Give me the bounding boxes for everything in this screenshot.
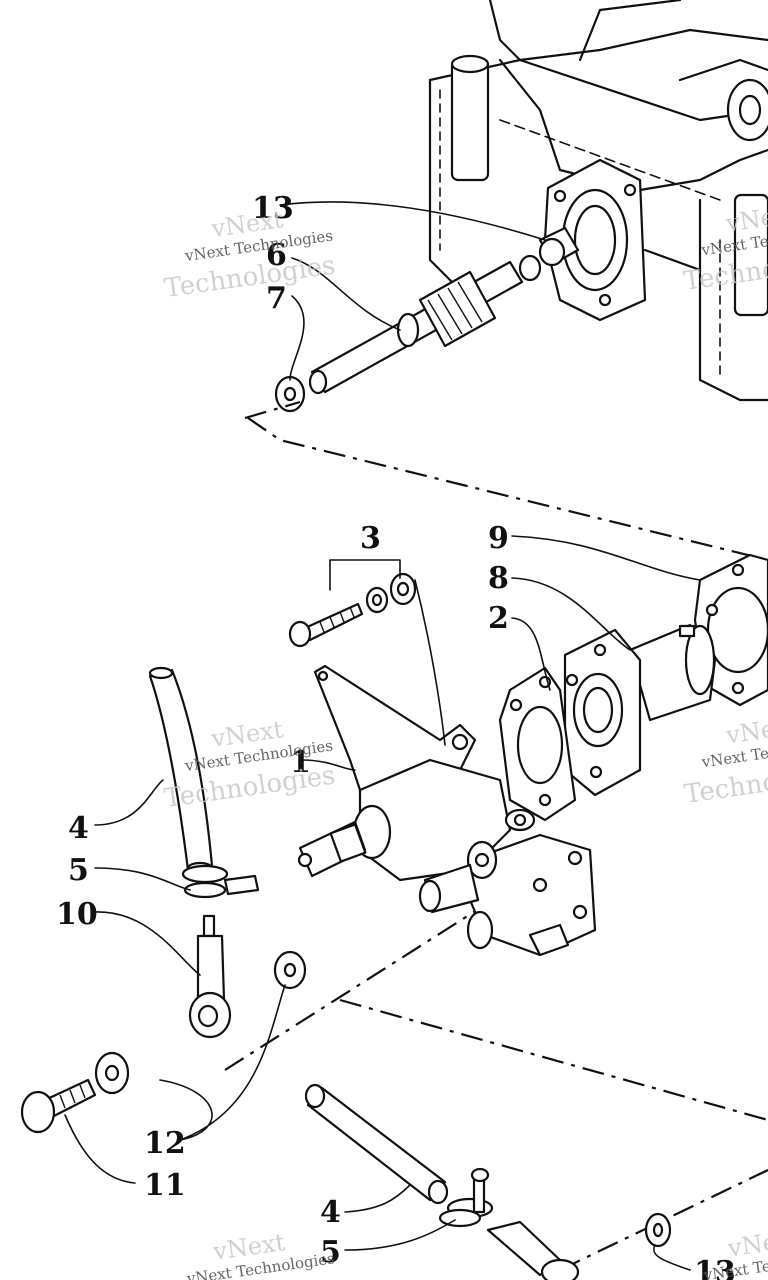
watermark-lower-right: vNext vNext Technologies bbox=[702, 1225, 768, 1280]
callout-11: 11 bbox=[144, 1168, 186, 1203]
callout-5-top: 5 bbox=[68, 853, 89, 888]
callout-6: 6 bbox=[266, 238, 287, 273]
gasket-set bbox=[498, 553, 768, 822]
callout-13-bottom: 13 bbox=[694, 1255, 736, 1280]
oil-hose-lower bbox=[304, 1083, 672, 1280]
oil-injection-pump bbox=[297, 664, 597, 957]
callout-9: 9 bbox=[488, 521, 509, 556]
callout-5-bottom: 5 bbox=[320, 1235, 341, 1270]
callout-labels: 13 6 7 3 9 8 2 1 4 5 10 12 11 4 5 13 bbox=[56, 191, 736, 1280]
callout-12: 12 bbox=[144, 1126, 186, 1161]
watermark-upper-left: vNext vNext Technologies Technologies bbox=[163, 205, 338, 304]
watermark-middle-right: vNext vNext Technologies Technologies bbox=[682, 712, 768, 810]
callout-7: 7 bbox=[266, 281, 287, 316]
callout-1: 1 bbox=[290, 745, 311, 780]
leader-lines bbox=[64, 201, 701, 1271]
oil-hose-upper bbox=[148, 666, 260, 899]
callout-13-top: 13 bbox=[252, 191, 294, 226]
svg-text:vNext: vNext bbox=[725, 1225, 768, 1263]
watermark-lower-left: vNext vNext Technologies bbox=[185, 1228, 336, 1280]
banjo-fitting-assembly bbox=[20, 914, 307, 1134]
callout-8: 8 bbox=[488, 561, 509, 596]
callout-2: 2 bbox=[488, 601, 509, 636]
bracket-screw-washers bbox=[288, 572, 417, 648]
assembly-line-upper bbox=[244, 400, 768, 562]
engine-housing bbox=[428, 0, 768, 402]
watermark-upper-right: vNext vNext Technologies Technologies bbox=[682, 200, 768, 297]
callout-3: 3 bbox=[360, 521, 381, 556]
callout-4-top: 4 bbox=[68, 811, 89, 846]
callout-10: 10 bbox=[56, 897, 98, 932]
callout-4-bottom: 4 bbox=[320, 1195, 341, 1230]
